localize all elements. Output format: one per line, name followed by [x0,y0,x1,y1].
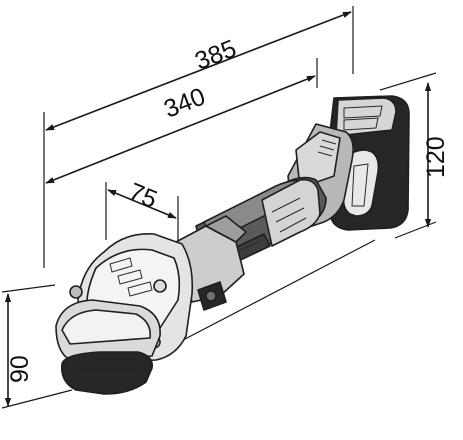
label-120: 120 [422,136,450,178]
label-75: 75 [125,178,161,214]
label-90: 90 [6,355,34,383]
angle-grinder-drawing [55,95,410,395]
extension-lines [1,6,437,409]
grinder-head [55,233,194,363]
label-385: 385 [191,35,240,76]
dim-line-75 [107,189,177,219]
dim-line-340 [45,75,316,184]
dimension-lines [4,11,432,407]
grinding-disc [60,351,154,395]
label-340: 340 [160,83,209,124]
battery-pack [327,95,410,231]
